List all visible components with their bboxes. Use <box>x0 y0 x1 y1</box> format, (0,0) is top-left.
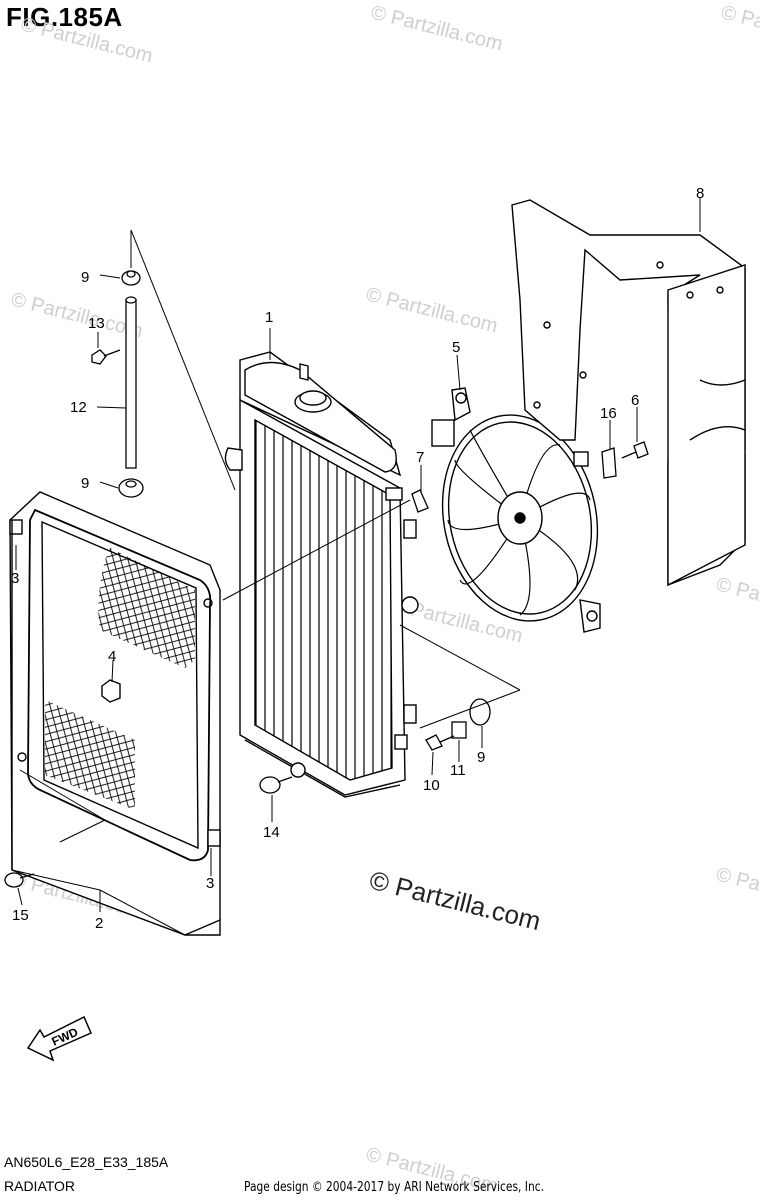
callout-2: 2 <box>95 915 103 932</box>
callout-9: 9 <box>477 749 485 766</box>
callout-8: 8 <box>696 185 704 202</box>
callout-6: 6 <box>631 392 639 409</box>
watermark-faint: © Partzilla.com <box>714 574 760 628</box>
callout-1: 1 <box>265 309 273 326</box>
watermark-faint: © Partzilla.com <box>19 14 155 68</box>
model-code: AN650L6_E28_E33_185A <box>4 1154 169 1170</box>
callout-9: 9 <box>81 475 89 492</box>
page-credit: Page design © 2004-2017 by ARI Network S… <box>244 1180 544 1195</box>
callout-9: 9 <box>81 269 89 286</box>
callout-7: 7 <box>416 449 424 466</box>
watermark-faint: © Partzilla.com <box>369 2 505 56</box>
cooling-fan <box>431 387 601 633</box>
watermark-faint: © Partzilla.com <box>364 284 500 338</box>
callout-4: 4 <box>108 648 116 665</box>
small-hardware <box>4 270 649 888</box>
leader-lines <box>11 198 701 936</box>
callout-16: 16 <box>600 405 617 422</box>
forward-direction-badge: FWD <box>26 1015 92 1062</box>
watermark-faint: © Partzilla.com <box>9 289 145 343</box>
figure-title: FIG.185A <box>6 2 123 32</box>
radiator-grille <box>9 491 221 936</box>
callout-10: 10 <box>423 777 440 794</box>
section-name: RADIATOR <box>4 1178 76 1194</box>
shroud-bracket <box>511 199 746 587</box>
watermark-main: © Partzilla.com <box>367 865 544 936</box>
callout-14: 14 <box>263 824 280 841</box>
callouts: 1 2 3 3 4 5 6 7 8 9 9 9 10 11 12 13 14 1… <box>11 185 704 932</box>
callout-3: 3 <box>11 570 19 587</box>
callout-12: 12 <box>70 399 87 416</box>
watermark-faint: © Partzilla.com <box>719 2 760 56</box>
callout-3: 3 <box>206 875 214 892</box>
callout-15: 15 <box>12 907 29 924</box>
callout-11: 11 <box>450 762 466 779</box>
watermark-faint: © Partzilla.com <box>714 864 760 918</box>
callout-13: 13 <box>88 315 105 332</box>
radiator <box>224 351 419 798</box>
callout-5: 5 <box>452 339 460 356</box>
